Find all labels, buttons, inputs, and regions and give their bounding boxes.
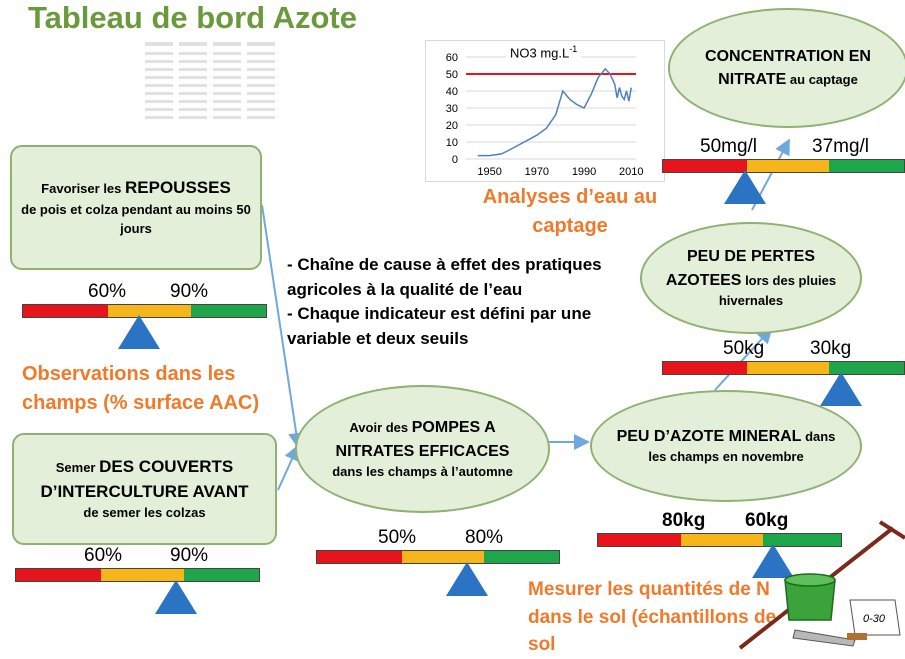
gauge-concentration-t1: 50mg/l xyxy=(700,136,758,157)
gauge-segment-red xyxy=(663,362,748,374)
gauge-couverts-marker xyxy=(155,580,197,614)
note-line-1: - Chaîne de cause à effet des pratiques … xyxy=(287,255,602,299)
gauge-segment-orange xyxy=(101,569,184,581)
gauge-azote-marker xyxy=(752,544,794,578)
explanation-note: - Chaîne de cause à effet des pratiques … xyxy=(287,253,657,352)
gauge-pertes-bar xyxy=(662,361,905,375)
mesurer-label: Mesurer les quantités de N dans le sol (… xyxy=(528,579,777,656)
nitrate-chart-svg: 0 10 20 30 40 50 60 1950 1970 1990 2010 xyxy=(446,52,644,178)
gauge-segment-orange xyxy=(747,160,830,172)
gauge-concentration-bar xyxy=(662,159,905,173)
y-tick-label: 40 xyxy=(446,86,458,98)
gauge-repousses-marker xyxy=(118,315,160,349)
gauge-segment-red xyxy=(23,305,109,317)
analyses-label: Analyses d’eau au captage xyxy=(482,186,658,237)
concentration-node: CONCENTRATION EN NITRATE au captage xyxy=(668,8,905,128)
gauge-segment-orange xyxy=(747,362,830,374)
arrow-azote-to-pertes xyxy=(714,327,773,391)
nitrate-chart: 0 10 20 30 40 50 60 1950 1970 1990 2010 NO3 mg.L-… xyxy=(425,40,665,182)
gauge-segment-green xyxy=(183,569,259,581)
gauge-azote-bar xyxy=(597,533,842,547)
gauge-segment-green xyxy=(190,305,266,317)
gauge-pertes-t1: 50kg xyxy=(723,338,765,359)
azote-node: PEU D’AZOTE MINERAL dans les champs en n… xyxy=(590,390,862,502)
sample-tag-label: 0-30 xyxy=(863,613,886,625)
gauge-repousses-t1: 60% xyxy=(88,281,127,302)
gauge-segment-green xyxy=(763,534,841,546)
y-tick-label: 60 xyxy=(446,52,458,64)
sample-tag-icon xyxy=(849,599,901,636)
y-tick-label: 30 xyxy=(446,103,458,115)
gauge-pompes-marker xyxy=(446,562,488,596)
gauge-pompes-t2: 80% xyxy=(465,527,504,548)
gauge-segment-red xyxy=(663,160,748,172)
page-title: Tableau de bord Azote xyxy=(28,0,357,35)
series-line xyxy=(477,67,633,157)
gauge-pertes-t2: 30kg xyxy=(810,338,852,359)
gauge-azote-t1: 80kg xyxy=(662,510,706,531)
chart-title: NO3 mg.L-1 xyxy=(506,44,582,61)
auger-handle xyxy=(878,520,905,540)
gauge-segment-green xyxy=(829,160,904,172)
gauge-couverts-t1: 60% xyxy=(84,545,123,566)
document-thumbnail xyxy=(145,42,275,119)
gauge-segment-red xyxy=(598,534,681,546)
gauge-segment-red xyxy=(317,551,402,563)
x-tick-label: 1990 xyxy=(572,166,596,178)
y-tick-label: 0 xyxy=(452,154,458,166)
soil-sampler-illustration: 0-30 xyxy=(738,520,905,650)
y-tick-label: 10 xyxy=(446,137,458,149)
gauge-segment-orange xyxy=(680,534,764,546)
gauge-segment-orange xyxy=(108,305,191,317)
x-tick-label: 1970 xyxy=(525,166,549,178)
gauge-repousses-t2: 90% xyxy=(170,281,209,302)
x-tick-label: 1950 xyxy=(477,166,501,178)
gauge-concentration-marker xyxy=(724,170,766,204)
y-tick-label: 20 xyxy=(446,120,458,132)
note-line-2: - Chaque indicateur est défini par une v… xyxy=(287,304,592,348)
trowel-handle xyxy=(847,633,867,640)
gauge-segment-orange xyxy=(401,551,484,563)
arrow-repousses-to-pompes xyxy=(261,204,305,449)
gauge-pompes-bar xyxy=(316,550,560,564)
observations-label: Observations dans les champs (% surface … xyxy=(22,363,260,414)
trowel-icon xyxy=(792,629,856,647)
gauge-pertes-marker xyxy=(820,372,862,406)
arrow-couverts-to-pompes xyxy=(277,444,300,491)
y-tick-label: 50 xyxy=(446,69,458,81)
gauge-segment-red xyxy=(16,569,102,581)
gauge-segment-green xyxy=(829,362,904,374)
pertes-node: PEU DE PERTES AZOTEES lors des pluies hi… xyxy=(640,222,862,334)
gauge-concentration-t2: 37mg/l xyxy=(812,136,870,157)
gauge-couverts-t2: 90% xyxy=(170,545,209,566)
gauge-azote-t2: 60kg xyxy=(745,510,789,531)
x-tick-label: 2010 xyxy=(619,166,643,178)
gauge-couverts-bar xyxy=(15,568,260,582)
gauge-segment-green xyxy=(483,551,559,563)
pompes-node: Avoir des POMPES A NITRATES EFFICACES da… xyxy=(295,385,550,513)
gauge-pompes-t1: 50% xyxy=(378,527,417,548)
